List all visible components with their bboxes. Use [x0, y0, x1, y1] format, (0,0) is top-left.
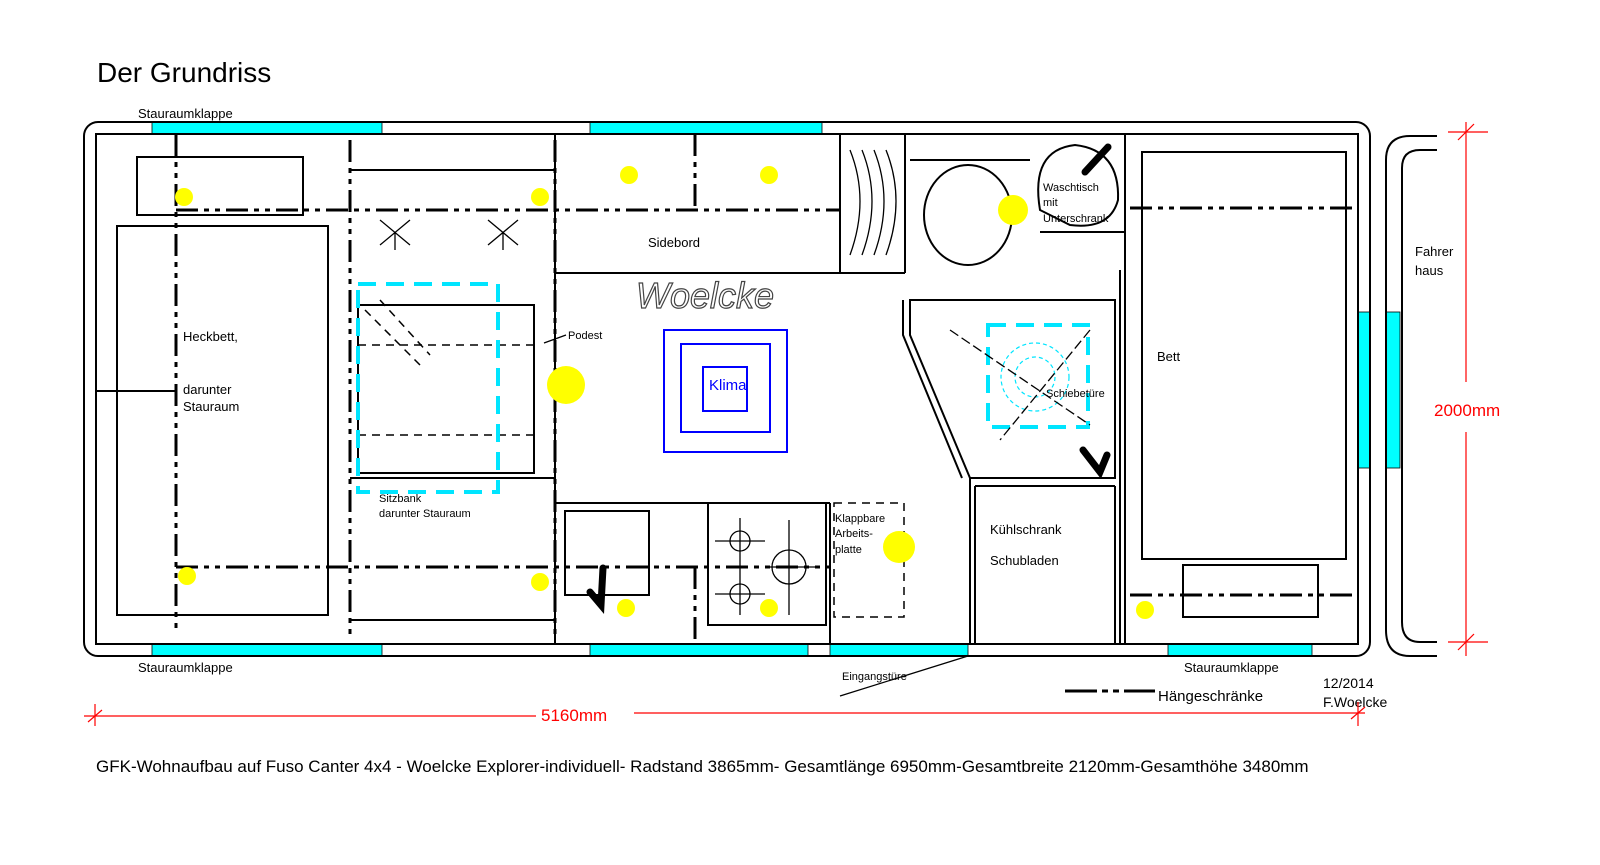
label-klima: Klima — [709, 377, 747, 394]
label-haus: haus — [1415, 263, 1444, 278]
driver-cab — [1385, 135, 1437, 657]
outer-wall — [83, 121, 1371, 657]
label-author: F.Woelcke — [1323, 694, 1388, 710]
label-kuehlschrank: Kühlschrank — [990, 522, 1062, 537]
dimension-width-label: 2000mm — [1434, 401, 1500, 420]
label-heckbett: Heckbett, — [183, 329, 238, 344]
label-sitzbank-sub: darunter Stauraum — [379, 508, 471, 520]
label-sidebord: Sidebord — [648, 235, 700, 250]
sink-kitchen — [564, 510, 650, 596]
storage-hatches — [151, 121, 1401, 657]
label-stauraumklappe-bottom-right: Stauraumklappe — [1184, 660, 1279, 675]
stairs — [849, 149, 897, 256]
label-platte: platte — [835, 544, 862, 556]
label-bett: Bett — [1157, 349, 1181, 364]
stove — [707, 502, 827, 626]
door-handle-icon — [1079, 143, 1112, 479]
label-arbeits: Arbeits- — [835, 528, 873, 540]
label-podest: Podest — [568, 330, 602, 342]
front-bed — [1141, 151, 1347, 560]
label-fahrer: Fahrer — [1415, 244, 1454, 259]
dimension-length: 5160mm — [84, 702, 1366, 726]
label-stauraumklappe-bottom-left: Stauraumklappe — [138, 660, 233, 675]
air-conditioner: Klima — [663, 329, 788, 453]
lights — [175, 166, 1154, 619]
hanging-cabinets — [174, 134, 1358, 640]
label-waschtisch: Waschtisch — [1043, 182, 1099, 194]
dimension-length-label: 5160mm — [541, 706, 607, 725]
toilet — [923, 164, 1013, 266]
caption: GFK-Wohnaufbau auf Fuso Canter 4x4 - Woe… — [96, 757, 1309, 776]
label-date: 12/2014 — [1323, 675, 1374, 691]
table-symbol — [379, 219, 519, 250]
woelcke-logo: Woelcke — [636, 275, 774, 316]
label-klappbare: Klappbare — [835, 513, 885, 525]
label-mit: mit — [1043, 197, 1058, 209]
sink — [1037, 143, 1120, 227]
rear-bed — [116, 225, 329, 616]
page-title: Der Grundriss — [97, 57, 271, 88]
label-unterschrank: Unterschrank — [1043, 213, 1109, 225]
legend-haengeschraenke: Hängeschränke — [1158, 688, 1263, 705]
inner-wall — [95, 133, 1359, 645]
label-sitzbank: Sitzbank — [379, 493, 422, 505]
label-schubladen: Schubladen — [990, 553, 1059, 568]
label-eingangstuere: Eingangstüre — [842, 671, 907, 683]
label-darunter: darunter — [183, 382, 232, 397]
label-stauraum: Stauraum — [183, 399, 239, 414]
label-schiebetuere: Schiebetüre — [1046, 388, 1105, 400]
dimension-width: 2000mm — [1434, 122, 1500, 656]
label-stauraumklappe-top: Stauraumklappe — [138, 106, 233, 121]
